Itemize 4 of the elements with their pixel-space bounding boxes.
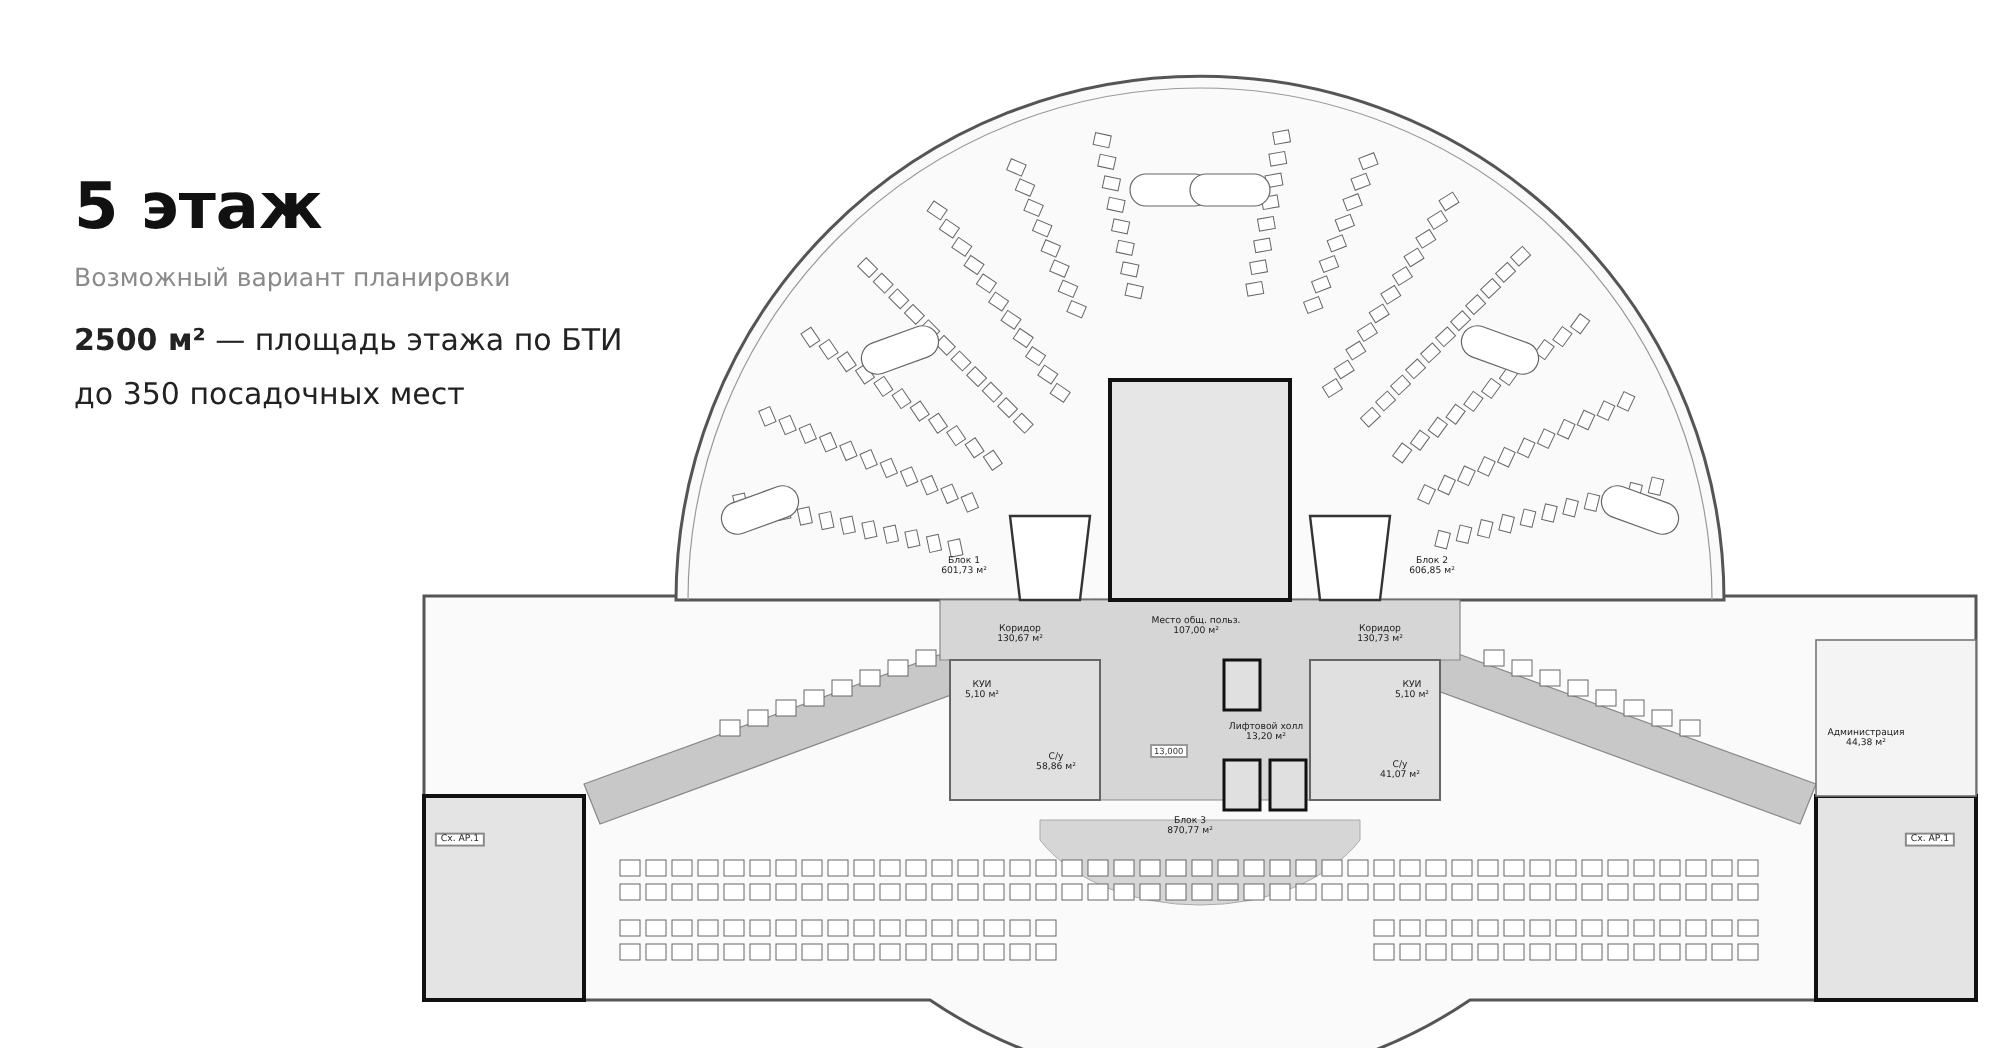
seats-text: до 350 посадочных мест (74, 376, 465, 412)
page-title: 5 этаж (74, 168, 323, 244)
floor-area-text: 2500 м² — площадь этажа по БТИ (74, 322, 623, 358)
subtitle: Возможный вариант планировки (74, 262, 511, 292)
